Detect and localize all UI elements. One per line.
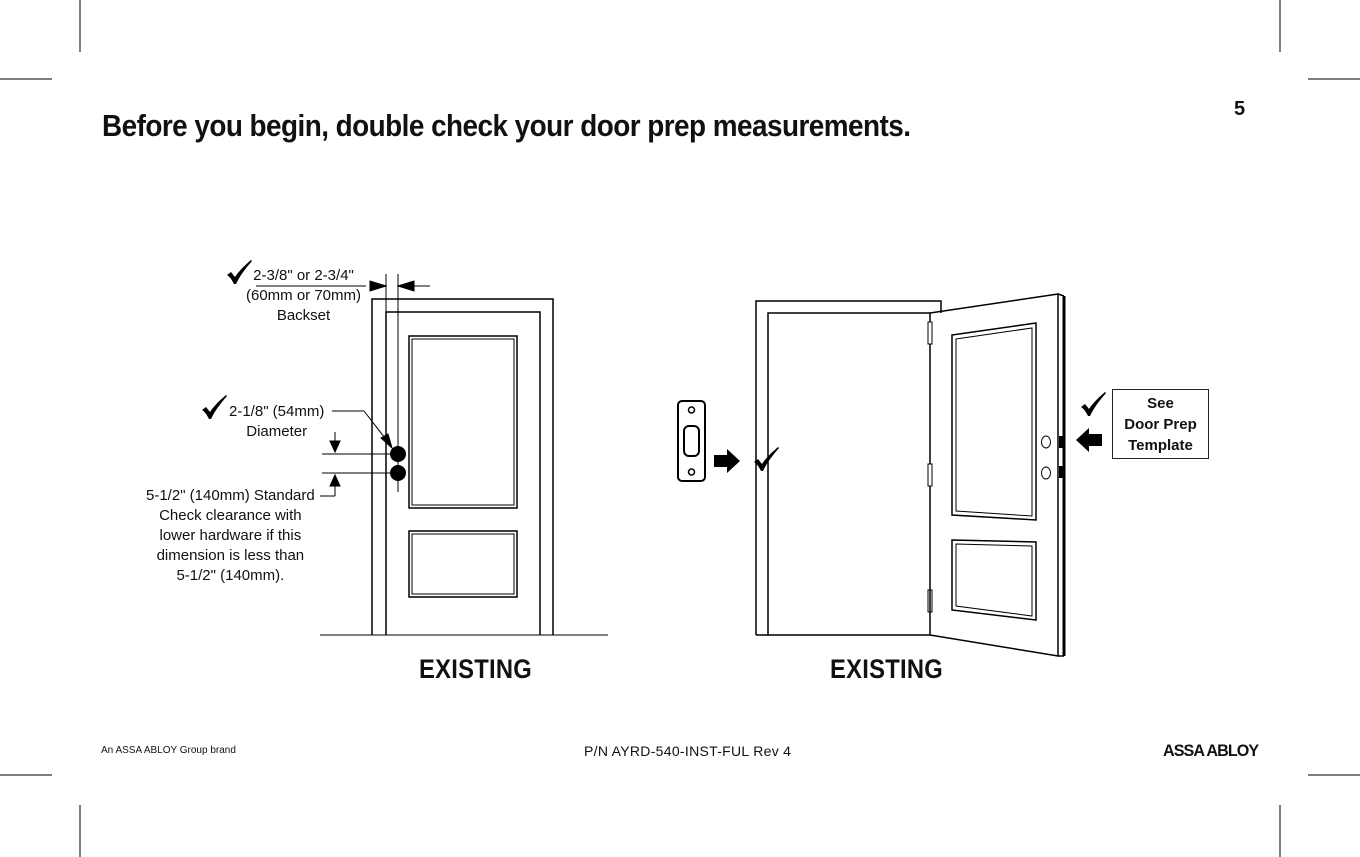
template-door-prep: Door Prep: [1124, 415, 1197, 433]
footer-brand-line: An ASSA ABLOY Group brand: [101, 745, 236, 756]
door-prep-template-callout: See Door Prep Template: [1112, 389, 1209, 459]
clearance-note-1: Check clearance with: [159, 507, 302, 524]
backset-metric: (60mm or 70mm): [246, 287, 362, 304]
clearance-standard: 5-1/2" (140mm) Standard: [146, 487, 315, 504]
arrow-right-icon: [714, 449, 740, 473]
measurement-lines: [256, 274, 430, 635]
backset-dimension: 2-3/8" or 2-3/4": [253, 267, 354, 284]
check-icon: [1081, 392, 1106, 416]
clearance-note-3: dimension is less than: [156, 547, 305, 564]
assa-abloy-logo: ASSA ABLOY: [1163, 741, 1259, 760]
strike-plate-icon: [677, 400, 706, 482]
closed-door-drawing: [320, 298, 608, 636]
existing-caption-left: EXISTING: [419, 654, 533, 684]
backset-label: 2-3/8" or 2-3/4" (60mm or 70mm) Backset: [246, 266, 361, 326]
existing-caption-right: EXISTING: [830, 654, 944, 684]
open-door-drawing: [755, 293, 1066, 657]
diameter-title: Diameter: [246, 423, 308, 440]
clearance-label: 5-1/2" (140mm) Standard Check clearance …: [146, 486, 315, 586]
diameter-label: 2-1/8" (54mm) Diameter: [229, 402, 324, 442]
page-number: 5: [1234, 98, 1246, 120]
check-icon: [202, 395, 227, 419]
check-icon: [754, 447, 779, 471]
clearance-note-4: 5-1/2" (140mm).: [176, 567, 285, 584]
page-heading: Before you begin, double check your door…: [102, 108, 911, 143]
part-number: P/N AYRD-540-INST-FUL Rev 4: [584, 743, 792, 759]
diameter-dimension: 2-1/8" (54mm): [229, 403, 325, 420]
template-word: Template: [1128, 436, 1193, 454]
clearance-note-2: lower hardware if this: [159, 527, 302, 544]
template-see: See: [1147, 394, 1174, 412]
arrow-left-icon: [1076, 428, 1102, 452]
backset-title: Backset: [276, 307, 331, 324]
